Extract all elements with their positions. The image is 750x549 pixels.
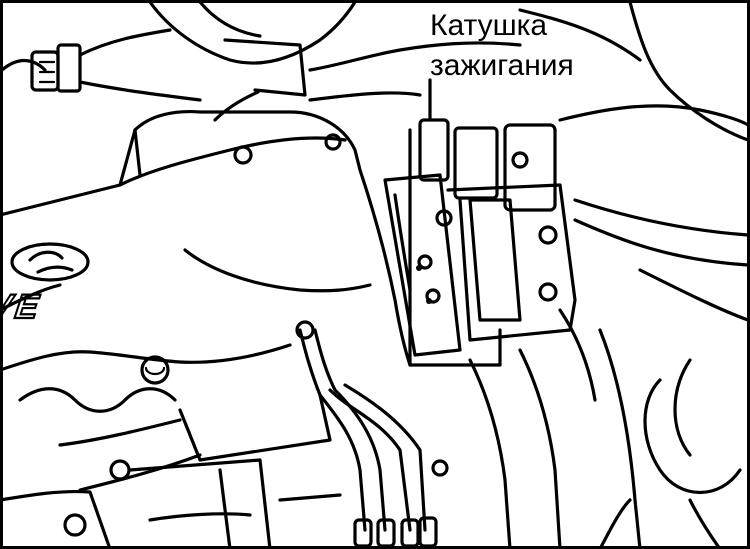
ignition-coil-label-line2: зажигания xyxy=(430,49,574,82)
engine-block-lower xyxy=(0,458,342,549)
valve-cover-lettering: VALVE xyxy=(0,288,49,326)
valve-cover xyxy=(0,109,412,413)
ignition-coil xyxy=(383,78,750,367)
intake-hoses xyxy=(148,0,750,142)
brand-logo xyxy=(10,242,90,282)
ignition-coil-label-line1: Катушка xyxy=(430,9,548,42)
ignition-coil-label: Катушка зажигания xyxy=(430,6,574,86)
right-side-hoses xyxy=(431,268,750,549)
ignition-wires xyxy=(58,320,438,548)
sensor-connector xyxy=(0,28,202,102)
